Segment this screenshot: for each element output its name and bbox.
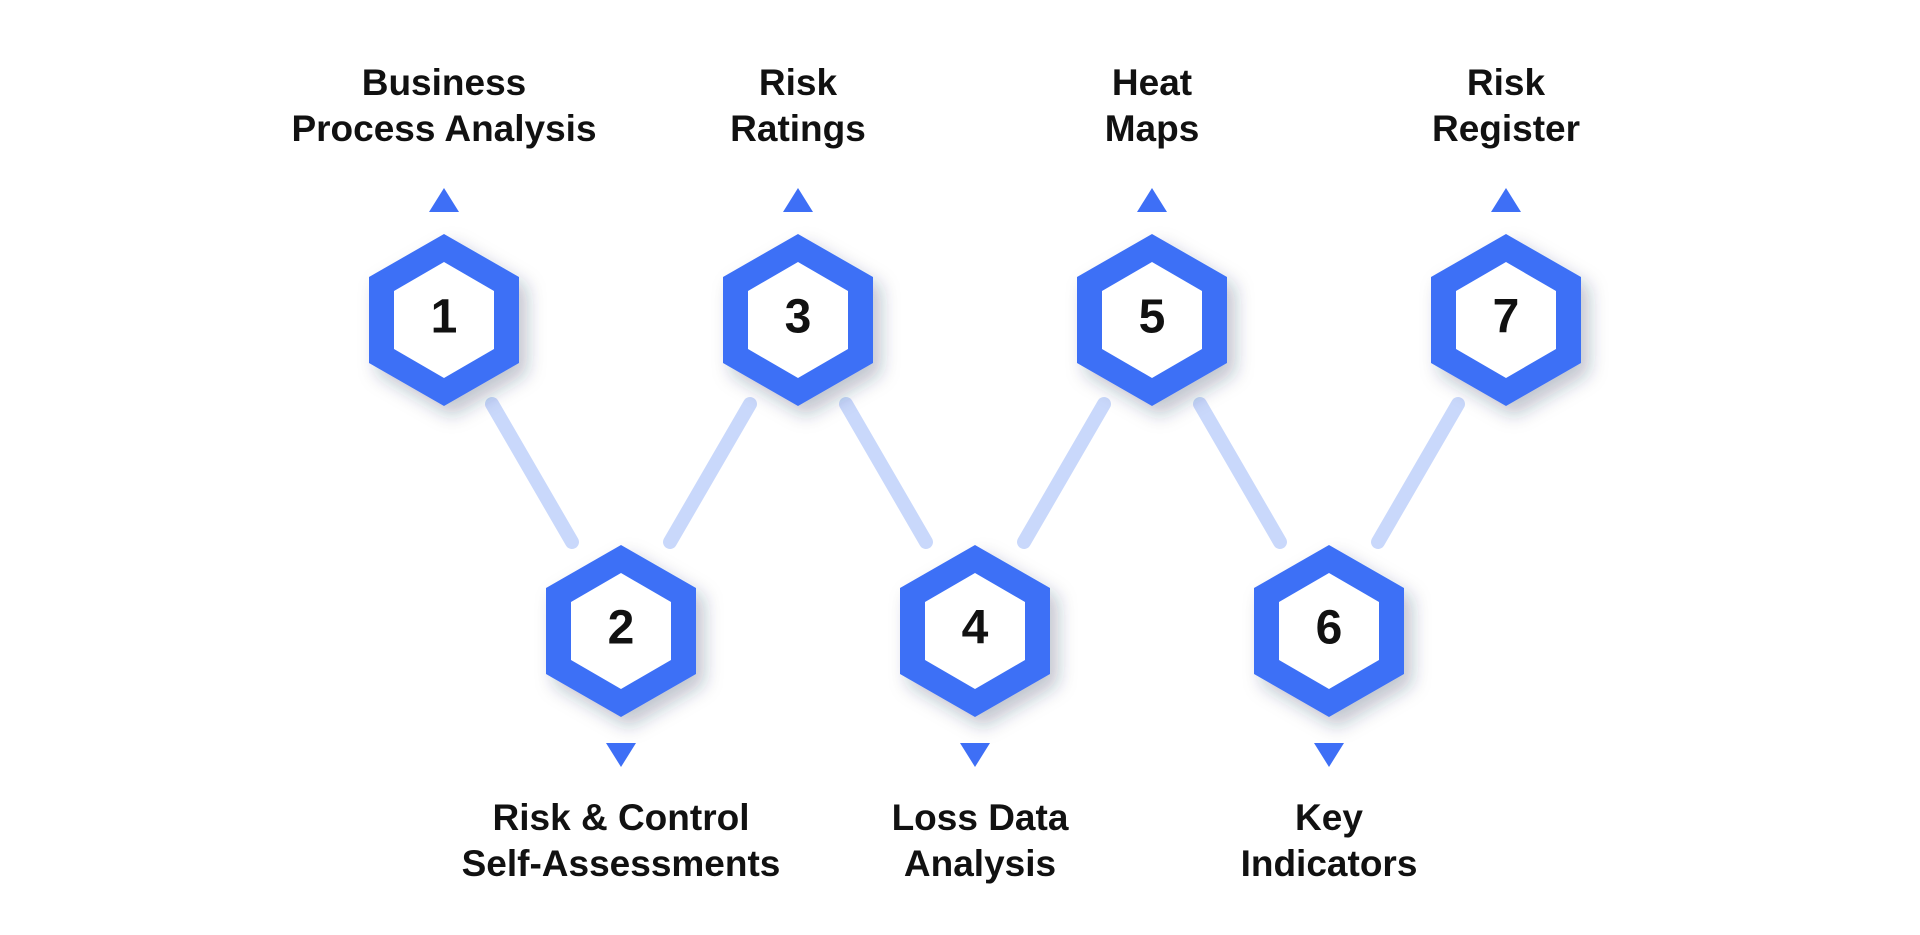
label-line-1: Loss Data [891, 797, 1069, 838]
connector-1-2 [485, 397, 579, 549]
step-number: 4 [962, 602, 989, 655]
down-arrow-icon [606, 743, 636, 767]
step-1-label: Business Process Analysis [234, 60, 654, 152]
step-5: 5 [1077, 188, 1227, 406]
label-line-2: Register [1431, 108, 1581, 149]
hexagon-inner [394, 262, 494, 378]
hexagon-inner [748, 262, 848, 378]
step-number: 7 [1493, 291, 1520, 344]
step-6: 6 [1254, 545, 1404, 767]
up-arrow-icon [783, 188, 813, 212]
label-line-1: Risk [1466, 62, 1546, 103]
step-2: 2 [546, 545, 696, 767]
step-4: 4 [900, 545, 1050, 767]
label-line-1: Key [1295, 797, 1363, 838]
connector-3-4 [839, 397, 933, 549]
connector-lines [485, 397, 1465, 549]
up-arrow-icon [1137, 188, 1167, 212]
step-3-label: Risk Ratings [588, 60, 1008, 152]
step-3: 3 [723, 188, 873, 406]
down-arrow-icon [1314, 743, 1344, 767]
step-number: 2 [608, 602, 635, 655]
step-7-label: Risk Register [1296, 60, 1716, 152]
hexagon-inner [1279, 573, 1379, 689]
step-number: 5 [1139, 291, 1166, 344]
hexagon-inner [925, 573, 1025, 689]
step-number: 3 [785, 291, 812, 344]
connector-4-5 [1017, 397, 1111, 549]
down-arrow-icon [960, 743, 990, 767]
hexagon-inner [571, 573, 671, 689]
connector-6-7 [1371, 397, 1465, 549]
label-line-2: Self-Assessments [461, 843, 781, 884]
step-4-label: Loss Data Analysis [770, 795, 1190, 887]
up-arrow-icon [429, 188, 459, 212]
step-6-label: Key Indicators [1119, 795, 1539, 887]
step-number: 6 [1316, 602, 1343, 655]
label-line-2: Analysis [903, 843, 1057, 884]
label-line-2: Process Analysis [291, 108, 597, 149]
label-line-1: Risk & Control [492, 797, 750, 838]
step-1: 1 [369, 188, 519, 406]
label-line-1: Business [361, 62, 527, 103]
label-line-1: Risk [758, 62, 838, 103]
hexagon-inner [1102, 262, 1202, 378]
step-2-label: Risk & Control Self-Assessments [411, 795, 831, 887]
connector-5-6 [1193, 397, 1287, 549]
connector-2-3 [663, 397, 757, 549]
step-5-label: Heat Maps [942, 60, 1362, 152]
step-number: 1 [431, 291, 458, 344]
step-7: 7 [1431, 188, 1581, 406]
label-line-1: Heat [1111, 62, 1193, 103]
label-line-2: Indicators [1240, 843, 1418, 884]
label-line-2: Ratings [730, 108, 866, 149]
label-line-2: Maps [1104, 108, 1200, 149]
up-arrow-icon [1491, 188, 1521, 212]
hexagon-inner [1456, 262, 1556, 378]
